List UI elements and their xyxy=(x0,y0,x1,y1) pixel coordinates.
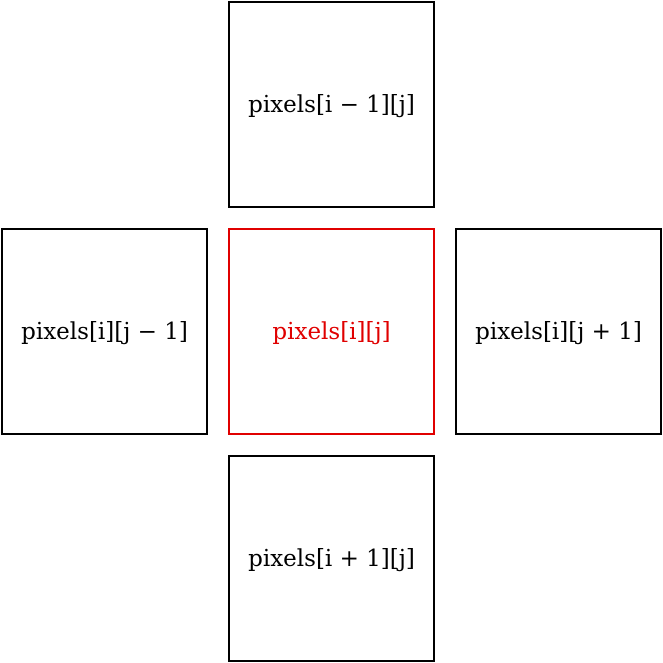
center-cell: pixels[i][j] xyxy=(228,228,435,435)
neighbor-cell-bottom: pixels[i + 1][j] xyxy=(228,455,435,662)
cell-label: pixels[i][j] xyxy=(272,318,391,345)
neighbor-cell-left: pixels[i][j − 1] xyxy=(1,228,208,435)
neighbor-cell-top: pixels[i − 1][j] xyxy=(228,1,435,208)
cell-label: pixels[i + 1][j] xyxy=(248,545,415,572)
cell-label: pixels[i][j − 1] xyxy=(21,318,188,345)
cell-label: pixels[i − 1][j] xyxy=(248,91,415,118)
cell-label: pixels[i][j + 1] xyxy=(475,318,642,345)
neighbor-cell-right: pixels[i][j + 1] xyxy=(455,228,662,435)
